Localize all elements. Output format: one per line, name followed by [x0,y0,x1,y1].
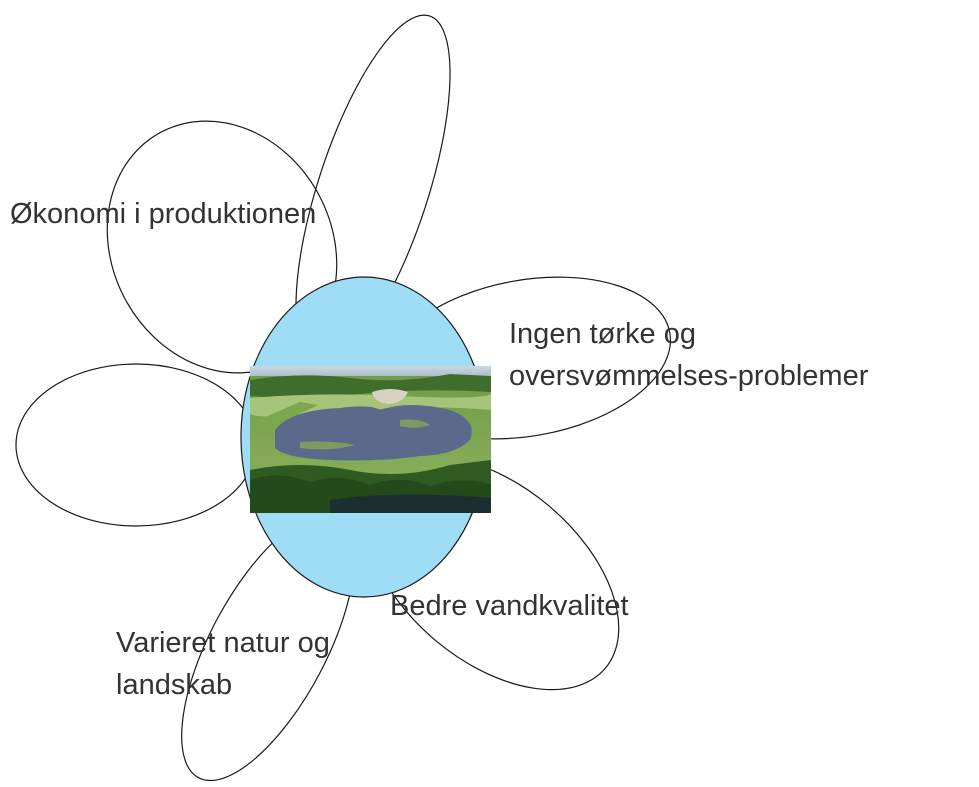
label-water-quality: Bedre vandkvalitet [390,590,629,622]
aerial-wetland-photo [250,366,491,513]
label-drought-line2: oversvømmelses-problemer [509,360,869,392]
label-economy: Økonomi i produktionen [10,198,317,230]
label-nature-line1: Varieret natur og [116,627,330,659]
label-drought-line1: Ingen tørke og [509,318,696,350]
petal-left [15,363,257,527]
label-nature-line2: landskab [116,669,233,701]
